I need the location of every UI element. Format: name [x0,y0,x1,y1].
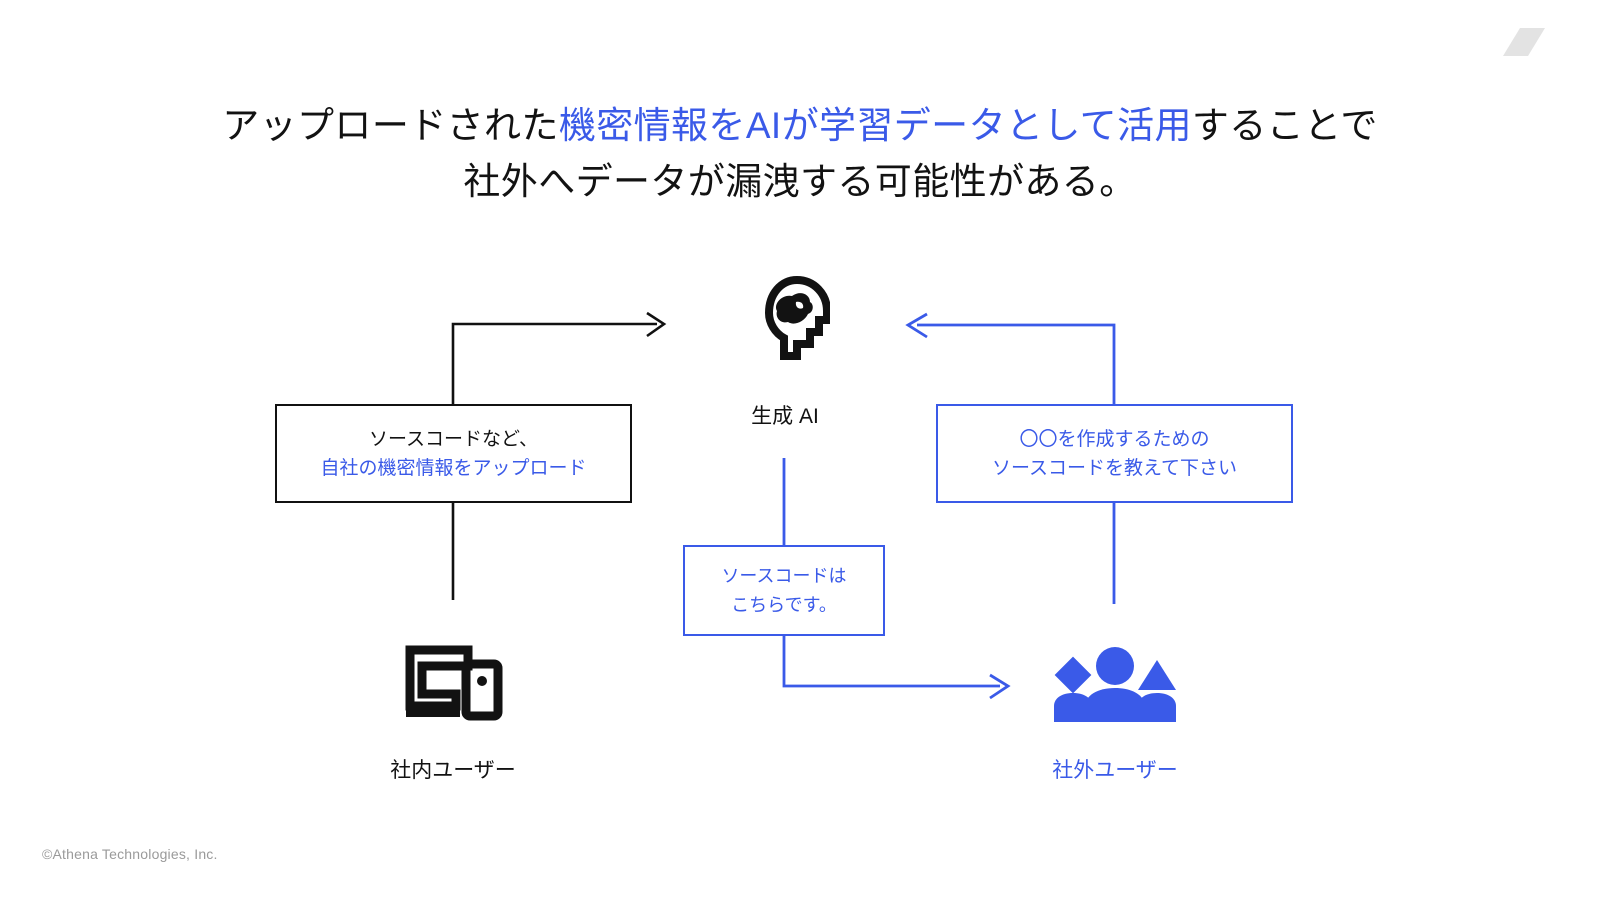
external-user-node-label: 社外ユーザー [1052,759,1178,782]
callout-request-line-2: ソースコードを教えて下さい [991,457,1238,479]
internal-user-node-label: 社内ユーザー [390,759,516,782]
callout-upload-line-2: 自社の機密情報をアップロード [320,457,587,479]
callout-request-line-1: 〇〇を作成するための [1019,428,1210,450]
title-plain-start: アップロードされた [222,105,559,146]
ai-node-label: 生成 AI [751,405,819,428]
title-highlight: 機密情報をAIが学習データとして活用 [558,105,1192,146]
callout-response-line-2: こちらです。 [731,594,837,615]
title-line-2: 社外へデータが漏洩する可能性がある。 [463,161,1137,202]
callout-upload: ソースコードなど、 自社の機密情報をアップロード [275,404,632,503]
group-of-people-icon [1052,644,1178,722]
callout-response: ソースコードは こちらです。 [683,545,885,636]
ai-head-brain-icon [740,275,831,360]
brand-logo [1503,28,1545,56]
copyright-text: ©Athena Technologies, Inc. [42,846,218,862]
callout-response-line-1: ソースコードは [721,565,847,586]
page-title: アップロードされた機密情報をAIが学習データとして活用することで 社外へデータが… [0,98,1600,210]
title-plain-end: することで [1191,105,1378,146]
callout-request: 〇〇を作成するための ソースコードを教えて下さい [936,404,1293,503]
callout-upload-line-1: ソースコードなど、 [368,428,539,450]
laptop-phone-icon [404,644,504,722]
